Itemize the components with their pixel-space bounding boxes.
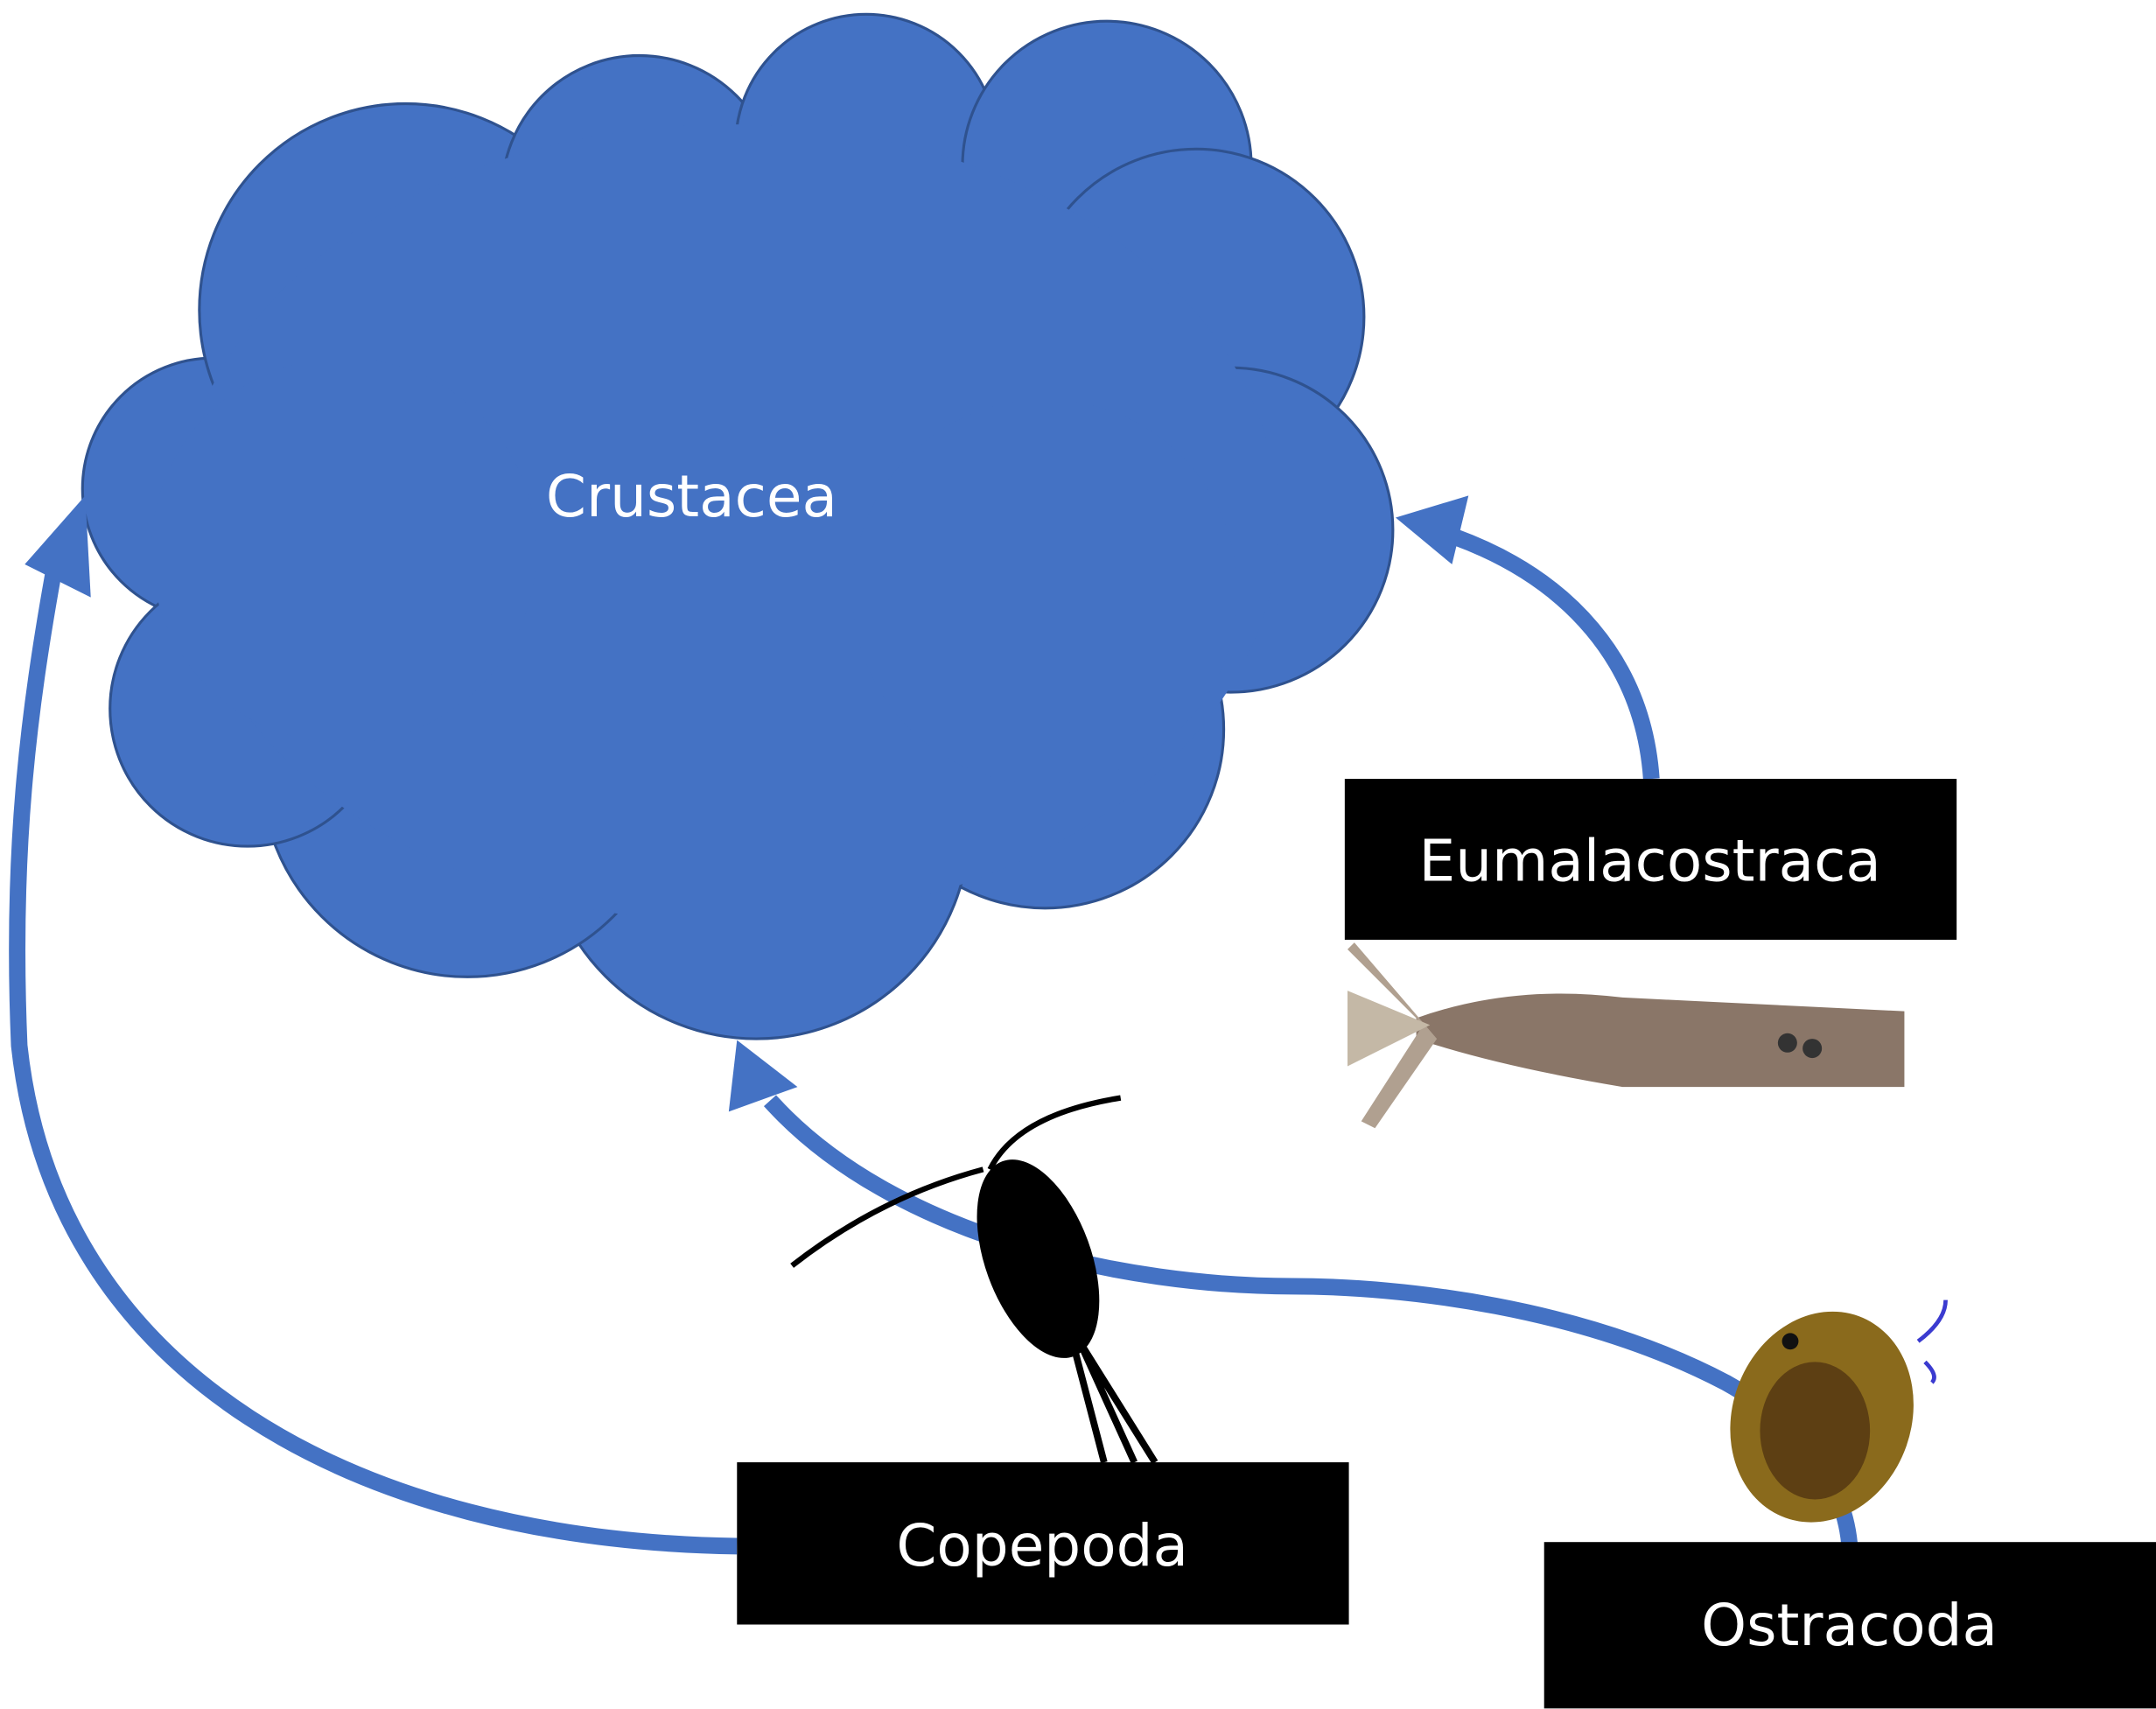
- arrowhead-right: [1396, 495, 1469, 564]
- ostracod-image: [1730, 1299, 1948, 1523]
- node-copepoda: Copepoda: [737, 1462, 1349, 1625]
- crustacea-label: Crustacea: [546, 463, 837, 530]
- arrow-copepoda-to-crustacea: [9, 563, 738, 1555]
- copepod-silhouette: [790, 1095, 1158, 1465]
- shrimp-image: [1348, 942, 1905, 1129]
- ostracoda-label: Ostracoda: [1701, 1592, 1998, 1659]
- arrowhead-left: [24, 495, 91, 598]
- crustacea-cloud: [80, 12, 1395, 1040]
- eumalacostraca-label: Eumalacostraca: [1419, 827, 1881, 894]
- arrowhead-bottom: [728, 1040, 798, 1112]
- node-eumalacostraca: Eumalacostraca: [1344, 779, 1957, 940]
- arrow-eumalacostraca-to-crustacea: [1452, 529, 1660, 780]
- copepoda-label: Copepoda: [896, 1512, 1188, 1579]
- arrowheads: [24, 495, 1469, 1112]
- node-ostracoda: Ostracoda: [1544, 1542, 2156, 1709]
